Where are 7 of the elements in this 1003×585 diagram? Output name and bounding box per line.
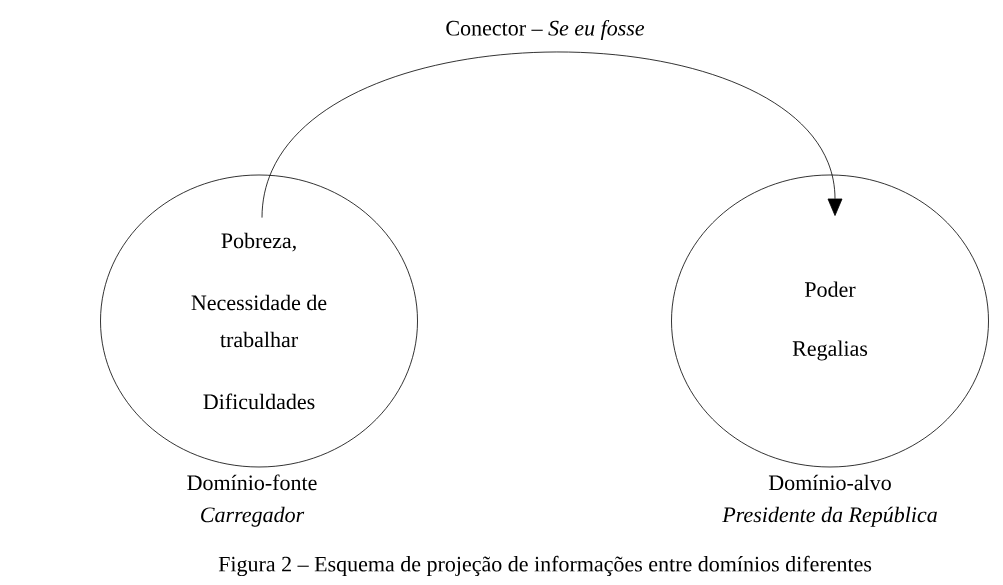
domain-label: Domínio-alvo (768, 474, 891, 491)
domain-label: Presidente da República (722, 506, 937, 527)
domain-label: Carregador (201, 506, 305, 527)
figure-caption: Figura 2 – Esquema de projeção de informações entre domínios diferentes (218, 555, 872, 577)
curved-arrow (261, 51, 843, 218)
domain-label: Domínio-fonte (187, 474, 317, 491)
edge-label: Conector – Se eu fosse (443, 17, 647, 43)
